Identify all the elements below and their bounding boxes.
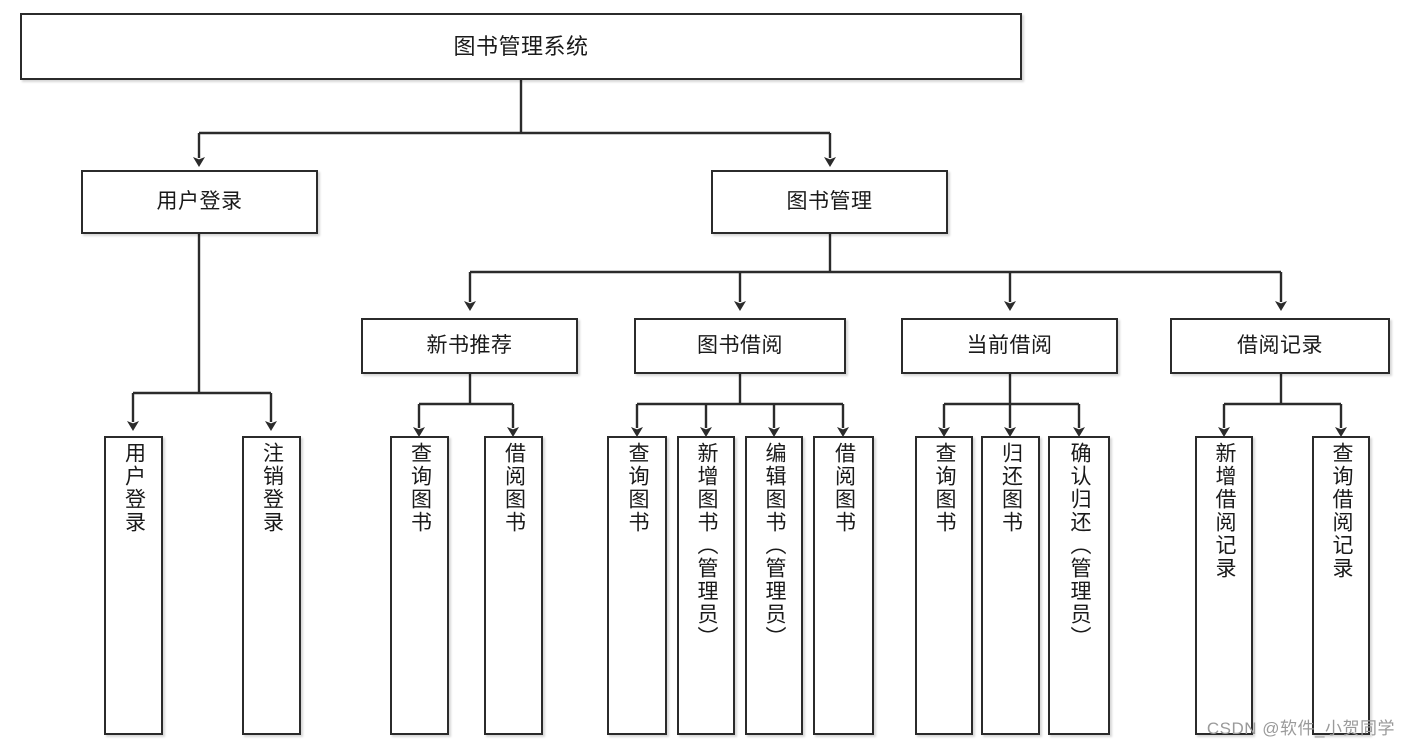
node-new-book-recommend[interactable]: 新书推荐 [361,318,578,374]
node-current-borrow[interactable]: 当前借阅 [901,318,1118,374]
leaf-new-book-borrow-book[interactable]: 借阅图书 [484,436,543,735]
node-label: 新书推荐 [426,333,513,357]
leaf-current-borrow-confirm-return-admin[interactable]: 确认归还（管理员） [1048,436,1110,735]
leaf-borrow-book-edit-book-admin[interactable]: 编辑图书（管理员） [745,436,803,735]
leaf-new-book-query-book[interactable]: 查询图书 [390,436,449,735]
csdn-watermark: CSDN @软件_小贺同学 [1206,719,1395,738]
leaf-borrow-book-borrow-book[interactable]: 借阅图书 [813,436,874,735]
node-label: 确认归还（管理员） [1068,442,1092,649]
leaf-user-login-logout[interactable]: 注销登录 [242,436,301,735]
node-label: 图书管理 [786,189,873,213]
node-label: 查询图书 [626,442,650,534]
node-book-borrow[interactable]: 图书借阅 [634,318,846,374]
node-label: 编辑图书（管理员） [763,442,787,649]
node-user-login[interactable]: 用户登录 [81,170,318,234]
node-label: 归还图书 [999,442,1023,534]
leaf-borrow-book-add-book-admin[interactable]: 新增图书（管理员） [677,436,735,735]
leaf-current-borrow-query-book[interactable]: 查询图书 [915,436,973,735]
node-book-management[interactable]: 图书管理 [711,170,948,234]
leaf-borrow-book-query-book[interactable]: 查询图书 [607,436,667,735]
node-borrow-record[interactable]: 借阅记录 [1170,318,1390,374]
node-label: 注销登录 [260,442,284,534]
node-label: 新增图书（管理员） [695,442,719,649]
node-label: 查询图书 [933,442,957,534]
node-label: 新增借阅记录 [1213,442,1237,580]
node-label: 借阅图书 [832,442,856,534]
node-label: 查询借阅记录 [1330,442,1354,580]
node-label: 图书借阅 [697,333,783,357]
node-label: 借阅图书 [502,442,526,534]
node-label: 查询图书 [408,442,432,534]
leaf-user-login-login[interactable]: 用户登录 [104,436,163,735]
leaf-current-borrow-return-book[interactable]: 归还图书 [981,436,1040,735]
leaf-borrow-record-add-record[interactable]: 新增借阅记录 [1195,436,1253,735]
node-label: 图书管理系统 [453,33,589,59]
node-label: 借阅记录 [1237,333,1323,357]
node-root-book-management-system[interactable]: 图书管理系统 [20,13,1022,80]
leaf-borrow-record-query-record[interactable]: 查询借阅记录 [1312,436,1370,735]
node-label: 用户登录 [156,189,243,213]
node-label: 用户登录 [122,442,146,534]
node-label: 当前借阅 [966,333,1053,357]
